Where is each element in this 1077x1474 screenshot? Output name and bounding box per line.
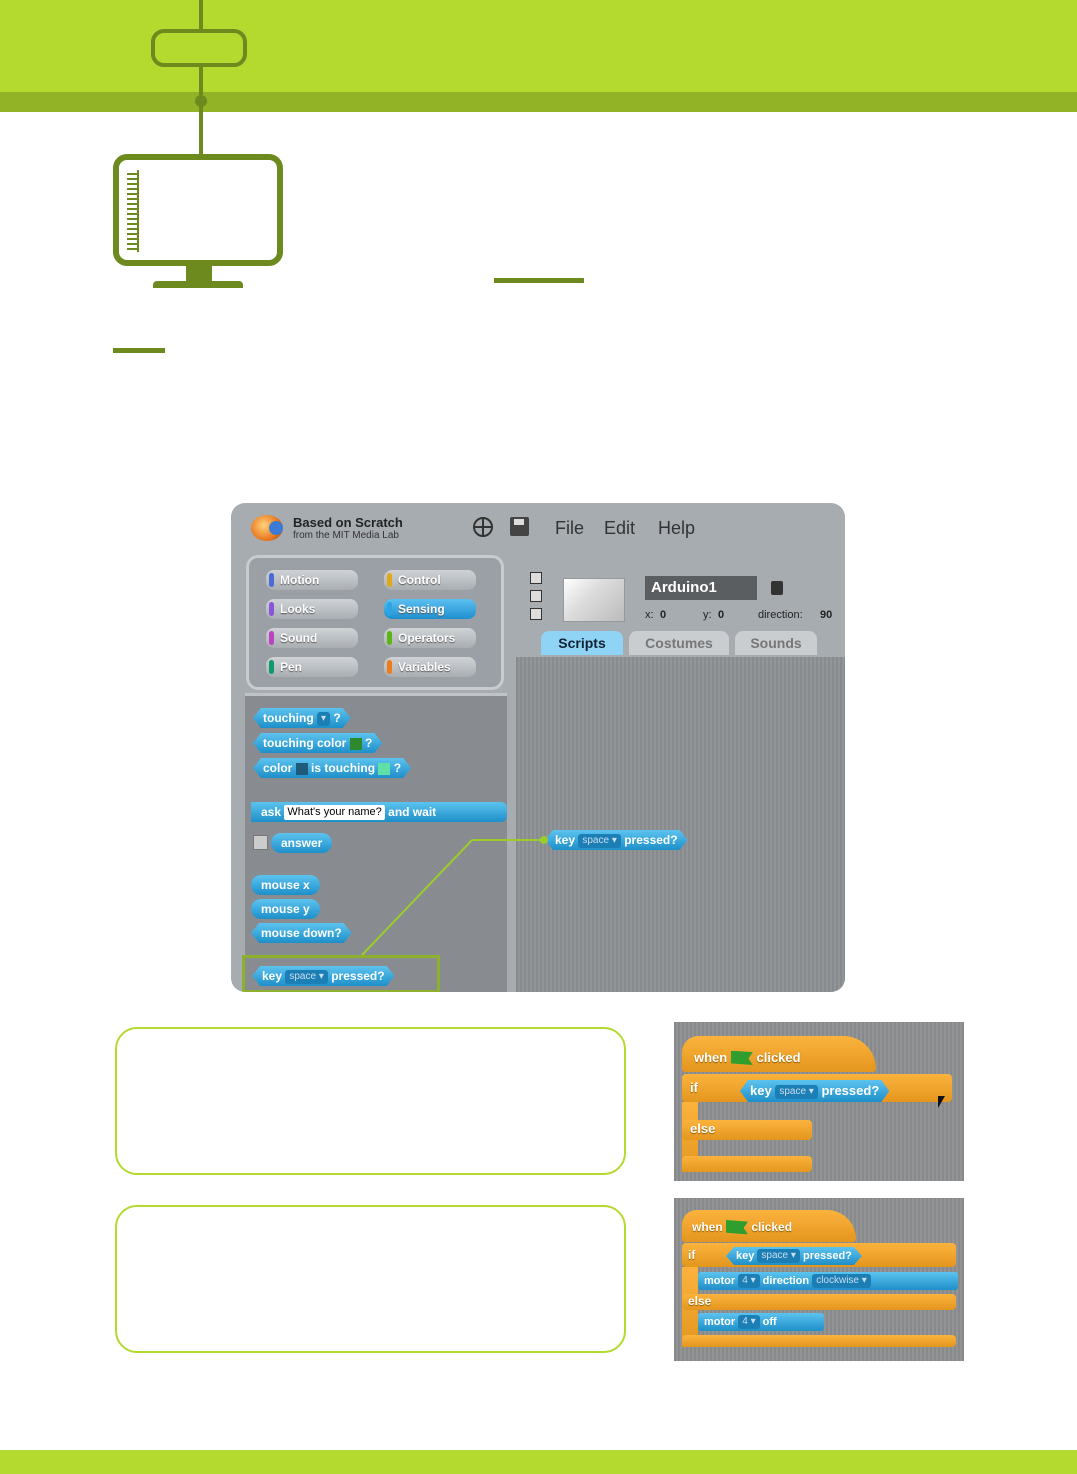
- lock-icon[interactable]: [771, 581, 783, 595]
- sprite-name-field[interactable]: Arduino1: [645, 576, 757, 600]
- mouse-cursor-icon: [938, 1096, 945, 1108]
- if-else-bottom-2: [682, 1335, 956, 1347]
- block-ask-and-wait[interactable]: ask What's your name? and wait: [251, 802, 507, 822]
- block-mouse-x[interactable]: mouse x: [251, 875, 320, 895]
- direction-dropdown[interactable]: clockwise ▾: [812, 1274, 871, 1289]
- category-operators[interactable]: Operators: [384, 628, 476, 648]
- connector-line: [199, 67, 203, 155]
- key-pressed-block-2[interactable]: key space ▾ pressed?: [726, 1247, 862, 1265]
- direction-label: direction:: [758, 609, 803, 621]
- color-swatch-1[interactable]: [296, 763, 308, 775]
- hat-block-2[interactable]: [682, 1210, 856, 1242]
- block-touching[interactable]: touching ▾ ?: [253, 708, 351, 728]
- block-mouse-down[interactable]: mouse down?: [251, 923, 352, 943]
- category-sound[interactable]: Sound: [266, 628, 358, 648]
- footer-band: [0, 1450, 1077, 1474]
- menu-edit[interactable]: Edit: [604, 518, 636, 538]
- app-title: Based on Scratch: [293, 515, 403, 530]
- x-label: x:: [645, 609, 654, 621]
- color-swatch[interactable]: [350, 738, 362, 750]
- app-subtitle: from the MIT Media Lab: [293, 530, 399, 541]
- script-key-dropdown[interactable]: space ▾: [578, 834, 621, 848]
- answer-checkbox[interactable]: [253, 835, 268, 850]
- tab-scripts[interactable]: Scripts: [541, 631, 623, 655]
- else-bar: [682, 1120, 812, 1140]
- header-pill: [151, 29, 247, 67]
- category-panel: Motion Control Looks Sensing Sound Opera…: [246, 555, 504, 690]
- monitor-base-icon: [153, 281, 243, 288]
- rotation-none-icon[interactable]: [530, 608, 542, 620]
- monitor-icon: [113, 154, 283, 266]
- motor-direction-block[interactable]: motor 4 ▾ direction clockwise ▾: [698, 1272, 958, 1290]
- block-key-pressed[interactable]: key space ▾ pressed?: [252, 966, 395, 986]
- connector-line-top: [199, 0, 203, 29]
- category-sensing[interactable]: Sensing: [384, 599, 476, 619]
- else-bar-2: [682, 1294, 956, 1310]
- hat-block[interactable]: [682, 1036, 876, 1072]
- tab-costumes[interactable]: Costumes: [629, 631, 729, 655]
- green-flag-icon: [730, 1050, 753, 1065]
- ask-text-field[interactable]: What's your name?: [284, 805, 385, 821]
- category-looks[interactable]: Looks: [266, 599, 358, 619]
- if-label: if: [690, 1080, 698, 1095]
- if-label-2: if: [688, 1248, 696, 1262]
- info-box-1: [115, 1027, 626, 1175]
- category-control[interactable]: Control: [384, 570, 476, 590]
- block-color-touching[interactable]: color is touching ?: [253, 758, 411, 778]
- category-motion[interactable]: Motion: [266, 570, 358, 590]
- category-variables[interactable]: Variables: [384, 657, 476, 677]
- clicked-label: clicked: [756, 1050, 801, 1065]
- else-label: else: [690, 1121, 716, 1136]
- motor-off-block[interactable]: motor 4 ▾ off: [698, 1313, 824, 1331]
- menu-help[interactable]: Help: [658, 518, 696, 538]
- underline-2: [113, 348, 165, 353]
- x-value: 0: [660, 609, 667, 621]
- y-label: y:: [703, 609, 712, 621]
- touching-dropdown[interactable]: ▾: [317, 712, 330, 726]
- script-snippet-1: when clicked if else key space ▾ pressed…: [674, 1022, 964, 1181]
- connector-dot: [195, 95, 207, 107]
- block-mouse-y[interactable]: mouse y: [251, 899, 320, 919]
- key-dropdown[interactable]: space ▾: [285, 970, 328, 984]
- green-flag-icon-2: [726, 1220, 749, 1235]
- scratch-window: Based on Scratch from the MIT Media Lab …: [231, 503, 845, 992]
- when-label: when: [694, 1050, 728, 1065]
- sprite-thumbnail: [563, 578, 625, 622]
- scripts-area[interactable]: [516, 657, 845, 992]
- key-dropdown-2[interactable]: space ▾: [757, 1249, 800, 1263]
- tab-sounds[interactable]: Sounds: [735, 631, 817, 655]
- header-band-dark: [0, 92, 1077, 112]
- info-box-2: [115, 1205, 626, 1353]
- globe-icon[interactable]: [473, 517, 493, 537]
- if-else-bottom: [682, 1156, 812, 1172]
- underline-1: [494, 278, 584, 283]
- motor-number-dropdown[interactable]: 4 ▾: [738, 1274, 760, 1289]
- color-swatch-2[interactable]: [378, 763, 390, 775]
- block-touching-color[interactable]: touching color ?: [253, 733, 382, 753]
- scratch-logo-icon: [251, 515, 283, 541]
- else-label-2: else: [688, 1294, 712, 1308]
- highlight-box: [242, 955, 440, 992]
- block-answer[interactable]: answer: [271, 833, 333, 853]
- drag-connector-line: [361, 836, 548, 956]
- rotation-flip-icon[interactable]: [530, 590, 542, 602]
- menu-file[interactable]: File: [555, 518, 585, 538]
- rotation-full-icon[interactable]: [530, 572, 542, 584]
- when-label-2: when: [692, 1220, 723, 1235]
- y-value: 0: [718, 609, 725, 621]
- script-key-pressed-block[interactable]: key space ▾ pressed?: [545, 830, 688, 850]
- script-snippet-2: when clicked if else key space ▾ pressed…: [674, 1198, 964, 1361]
- monitor-stand-icon: [186, 265, 212, 283]
- direction-value: 90: [820, 609, 833, 621]
- motor-number-dropdown-2[interactable]: 4 ▾: [738, 1315, 760, 1330]
- key-pressed-block[interactable]: key space ▾ pressed?: [740, 1080, 889, 1102]
- key-dropdown-1[interactable]: space ▾: [775, 1085, 818, 1099]
- save-icon[interactable]: [510, 517, 529, 536]
- clicked-label-2: clicked: [751, 1220, 793, 1235]
- category-pen[interactable]: Pen: [266, 657, 358, 677]
